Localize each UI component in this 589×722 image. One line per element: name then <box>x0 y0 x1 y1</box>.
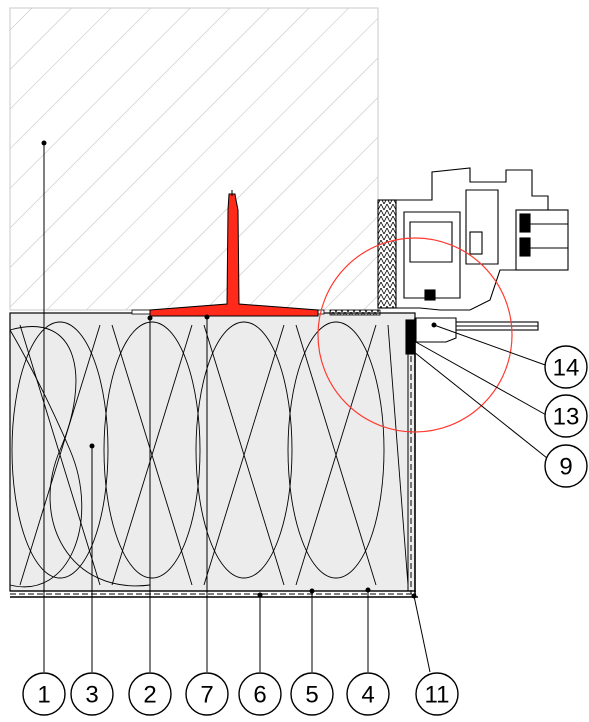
wall-masonry <box>9 7 379 311</box>
callout-label: 13 <box>553 404 580 431</box>
callout-4: 4 <box>346 672 390 716</box>
insulation-block <box>9 312 416 592</box>
callout-5: 5 <box>290 672 334 716</box>
callout-6: 6 <box>238 672 282 716</box>
callout-label: 1 <box>37 682 50 709</box>
detail-circle <box>317 237 513 433</box>
callout-label: 11 <box>425 682 450 709</box>
callout-7: 7 <box>185 672 229 716</box>
callout-14: 14 <box>544 345 588 389</box>
leader-lines <box>41 140 553 673</box>
callout-label: 2 <box>143 682 156 709</box>
callout-label: 3 <box>85 682 98 709</box>
callout-3: 3 <box>70 672 114 716</box>
callout-11: 11 <box>415 672 459 716</box>
callout-label: 6 <box>253 682 266 709</box>
window-frame-profile <box>377 167 569 355</box>
render-layers <box>10 318 418 598</box>
callout-label: 4 <box>361 682 374 709</box>
callout-label: 7 <box>200 682 213 709</box>
callout-1: 1 <box>22 672 66 716</box>
callout-13: 13 <box>544 394 588 438</box>
bracket-anchor <box>149 190 319 317</box>
callout-label: 5 <box>305 682 318 709</box>
callout-9: 9 <box>544 444 588 488</box>
callout-label: 9 <box>559 454 572 481</box>
callout-label: 14 <box>553 355 580 382</box>
callout-2: 2 <box>128 672 172 716</box>
